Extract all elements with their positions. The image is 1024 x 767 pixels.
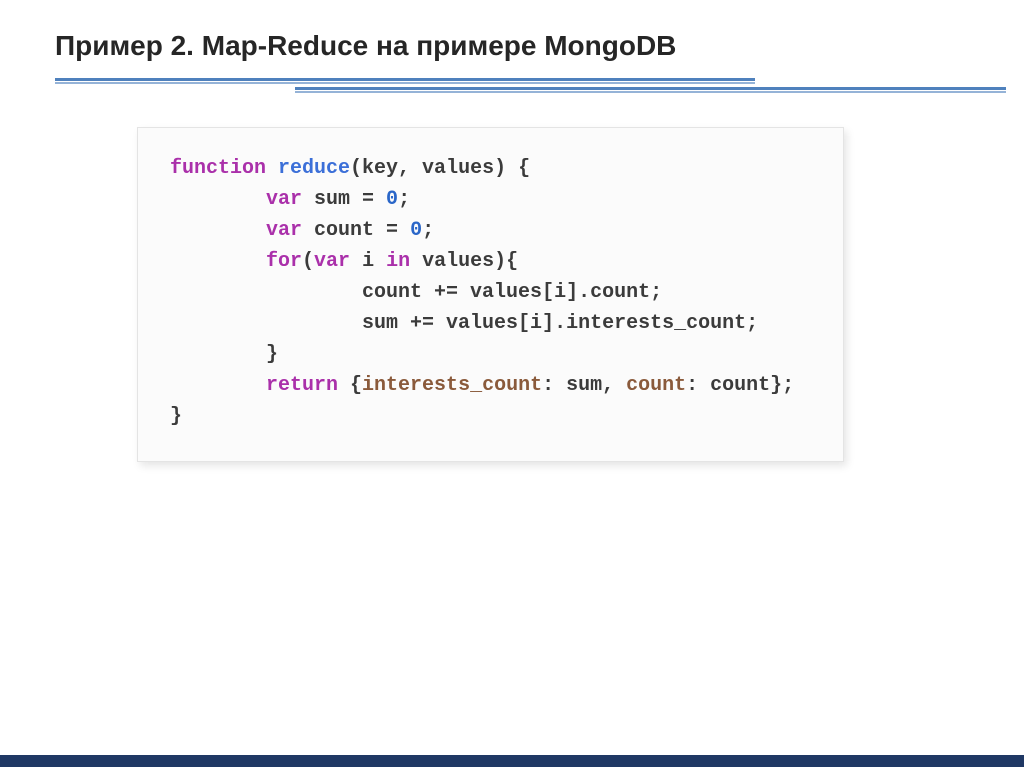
code-token-keyword: var bbox=[314, 250, 351, 273]
code-token-plain: : count}; bbox=[686, 374, 795, 397]
code-token-number: 0 bbox=[386, 188, 399, 211]
code-token-plain: sum += values[i].interests_count; bbox=[170, 312, 759, 335]
code-token-plain bbox=[170, 250, 266, 273]
code-token-plain: : sum, bbox=[542, 374, 627, 397]
code-line: } bbox=[170, 401, 794, 432]
code-line: return {interests_count: sum, count: cou… bbox=[170, 370, 794, 401]
code-line: } bbox=[170, 339, 794, 370]
footer-bar bbox=[0, 755, 1024, 767]
code-token-prop: count bbox=[626, 374, 687, 397]
code-token-keyword: function bbox=[170, 157, 267, 180]
code-line: function reduce(key, values) { bbox=[170, 153, 794, 184]
title-underline-primary bbox=[55, 78, 755, 84]
code-token-number: 0 bbox=[410, 219, 423, 242]
code-block-card: function reduce(key, values) { var sum =… bbox=[137, 127, 844, 462]
code-token-plain: sum = bbox=[302, 188, 387, 211]
code-token-plain: ( bbox=[302, 250, 315, 273]
code-token-plain: count = bbox=[302, 219, 411, 242]
code-token-func: reduce bbox=[278, 157, 351, 180]
code-token-plain: { bbox=[338, 374, 363, 397]
title-underline-secondary bbox=[295, 87, 1006, 93]
code-token-plain: values){ bbox=[410, 250, 519, 273]
code-token-plain bbox=[170, 374, 266, 397]
code-token-plain: ; bbox=[398, 188, 411, 211]
code-token-plain bbox=[170, 188, 266, 211]
code-token-plain: i bbox=[350, 250, 387, 273]
code-line: count += values[i].count; bbox=[170, 277, 794, 308]
code-token-plain bbox=[170, 219, 266, 242]
code-token-keyword: return bbox=[266, 374, 339, 397]
code-content: function reduce(key, values) { var sum =… bbox=[170, 153, 794, 432]
code-token-keyword: for bbox=[266, 250, 303, 273]
code-token-keyword: in bbox=[386, 250, 411, 273]
code-line: var count = 0; bbox=[170, 215, 794, 246]
code-token-plain: } bbox=[170, 405, 183, 428]
code-token-plain: count += values[i].count; bbox=[170, 281, 663, 304]
code-line: var sum = 0; bbox=[170, 184, 794, 215]
slide-title: Пример 2. Map-Reduce на примере MongoDB bbox=[55, 30, 677, 61]
code-token-plain: ; bbox=[422, 219, 435, 242]
code-token-plain: (key, values) { bbox=[350, 157, 531, 180]
code-token-keyword: var bbox=[266, 219, 303, 242]
code-line: for(var i in values){ bbox=[170, 246, 794, 277]
code-token-prop: interests_count bbox=[362, 374, 543, 397]
code-token-keyword: var bbox=[266, 188, 303, 211]
code-line: sum += values[i].interests_count; bbox=[170, 308, 794, 339]
code-token-plain bbox=[266, 157, 278, 180]
code-token-plain: } bbox=[170, 343, 279, 366]
